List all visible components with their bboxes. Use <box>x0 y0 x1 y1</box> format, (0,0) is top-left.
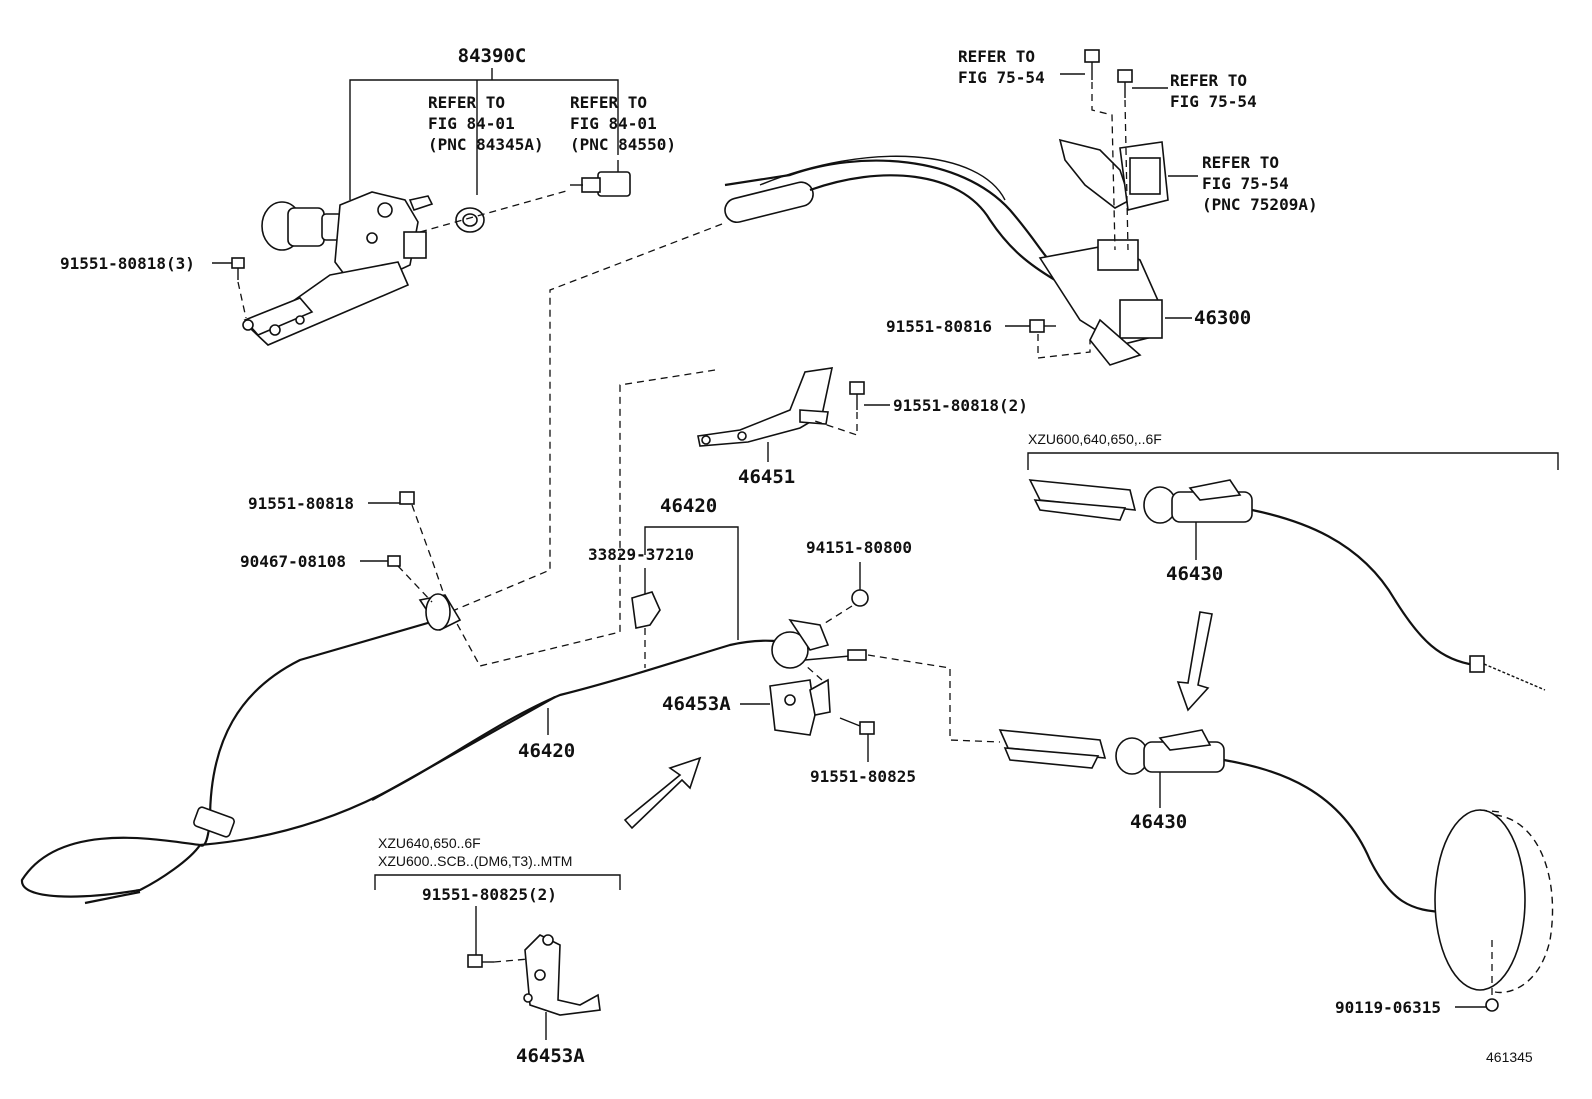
refer-label-2-line3: (PNC 84550) <box>570 135 676 154</box>
direction-arrow-left <box>623 756 702 830</box>
part-label-46451: 46451 <box>738 466 795 488</box>
cable-guide-46300 <box>1038 239 1163 366</box>
bolt-label-91551-80818-2: 91551-80818(2) <box>893 396 1028 415</box>
part-label-46453a: 46453A <box>662 693 731 715</box>
refer-label-1-line1: REFER TO <box>428 93 505 112</box>
bolt-label-91551-80816: 91551-80816 <box>886 317 992 336</box>
clip-33829-37210 <box>631 568 661 629</box>
bolt-label-91551-80825: 91551-80825 <box>810 767 916 786</box>
part-label-46453a-bottom: 46453A <box>516 1045 585 1067</box>
refer-label-3-line2: FIG 75-54 <box>958 68 1045 87</box>
part-label-46300: 46300 <box>1194 307 1251 329</box>
part-label-46420-top: 46420 <box>660 495 717 517</box>
bracket-46453a <box>769 678 831 736</box>
bolt-91551-80818-3 <box>212 257 245 280</box>
refer-label-1-line3: (PNC 84345A) <box>428 135 544 154</box>
refer-label-4-line2: FIG 75-54 <box>1170 92 1257 111</box>
bolt-label-91551-80825-2: 91551-80825(2) <box>422 885 557 904</box>
refer-label-5-line3: (PNC 75209A) <box>1202 195 1318 214</box>
bolt-91551-80816 <box>1005 319 1056 333</box>
refer-label-1-line2: FIG 84-01 <box>428 114 515 133</box>
cable-46430-top <box>1028 479 1546 691</box>
refer-label-4-line1: REFER TO <box>1170 71 1247 90</box>
variant-label-b2: XZU600..SCB..(DM6,T3)..MTM <box>378 853 572 869</box>
refer-label-2-line1: REFER TO <box>570 93 647 112</box>
refer-label-5-line1: REFER TO <box>1202 153 1279 172</box>
connector-dashed-line <box>419 189 571 233</box>
clip-90119-06315 <box>1455 998 1499 1012</box>
direction-arrow-down <box>1176 611 1213 712</box>
part-label-84390c: 84390C <box>458 45 527 67</box>
nut-94151-80800 <box>851 562 869 607</box>
refer-label-5-line2: FIG 75-54 <box>1202 174 1289 193</box>
bracket-84390c-callout <box>349 68 619 200</box>
bracket-46420-callout <box>644 526 739 640</box>
bolt-label-91551-80818: 91551-80818 <box>248 494 354 513</box>
refer-label-3-line1: REFER TO <box>958 47 1035 66</box>
stop-lamp-switch-84550 <box>570 160 631 197</box>
bracket-75209a <box>1058 138 1169 211</box>
parking-brake-lever-assembly <box>242 191 434 346</box>
cable-46430 <box>998 729 1511 941</box>
refer-label-2-line2: FIG 84-01 <box>570 114 657 133</box>
variant-label-b1: XZU640,650..6F <box>378 835 481 851</box>
clip-label-33829-37210: 33829-37210 <box>588 545 694 564</box>
bracket-46451 <box>697 367 834 447</box>
clamp-90467-08108 <box>360 555 401 567</box>
bolt-refer-75-54-a <box>1060 49 1100 80</box>
variant-label-a: XZU600,640,650,..6F <box>1028 431 1162 447</box>
warning-switch-84345a <box>455 207 485 233</box>
cable-46420 <box>20 593 867 905</box>
bracket-46453a-bottom <box>523 934 601 1016</box>
bolt-91551-80825 <box>839 717 875 762</box>
clip-label-90119-06315: 90119-06315 <box>1335 998 1441 1017</box>
brake-drum <box>1434 809 1554 994</box>
cable-46300 <box>724 155 1061 281</box>
part-label-46430: 46430 <box>1130 811 1187 833</box>
bolt-refer-75-54-b <box>1117 69 1168 98</box>
nut-label-94151-80800: 94151-80800 <box>806 538 912 557</box>
part-label-46420: 46420 <box>518 740 575 762</box>
bolt-91551-80818 <box>368 491 415 505</box>
variant-bracket-bottom <box>374 874 621 890</box>
figure-number: 461345 <box>1486 1049 1533 1065</box>
part-label-46430-top: 46430 <box>1166 563 1223 585</box>
bolt-91551-80818-2 <box>849 381 890 410</box>
bolt-label-91551-80818-3: 91551-80818(3) <box>60 254 195 273</box>
variant-bracket-right <box>1027 452 1559 470</box>
clamp-label-90467-08108: 90467-08108 <box>240 552 346 571</box>
bolt-91551-80825-2 <box>467 906 494 968</box>
